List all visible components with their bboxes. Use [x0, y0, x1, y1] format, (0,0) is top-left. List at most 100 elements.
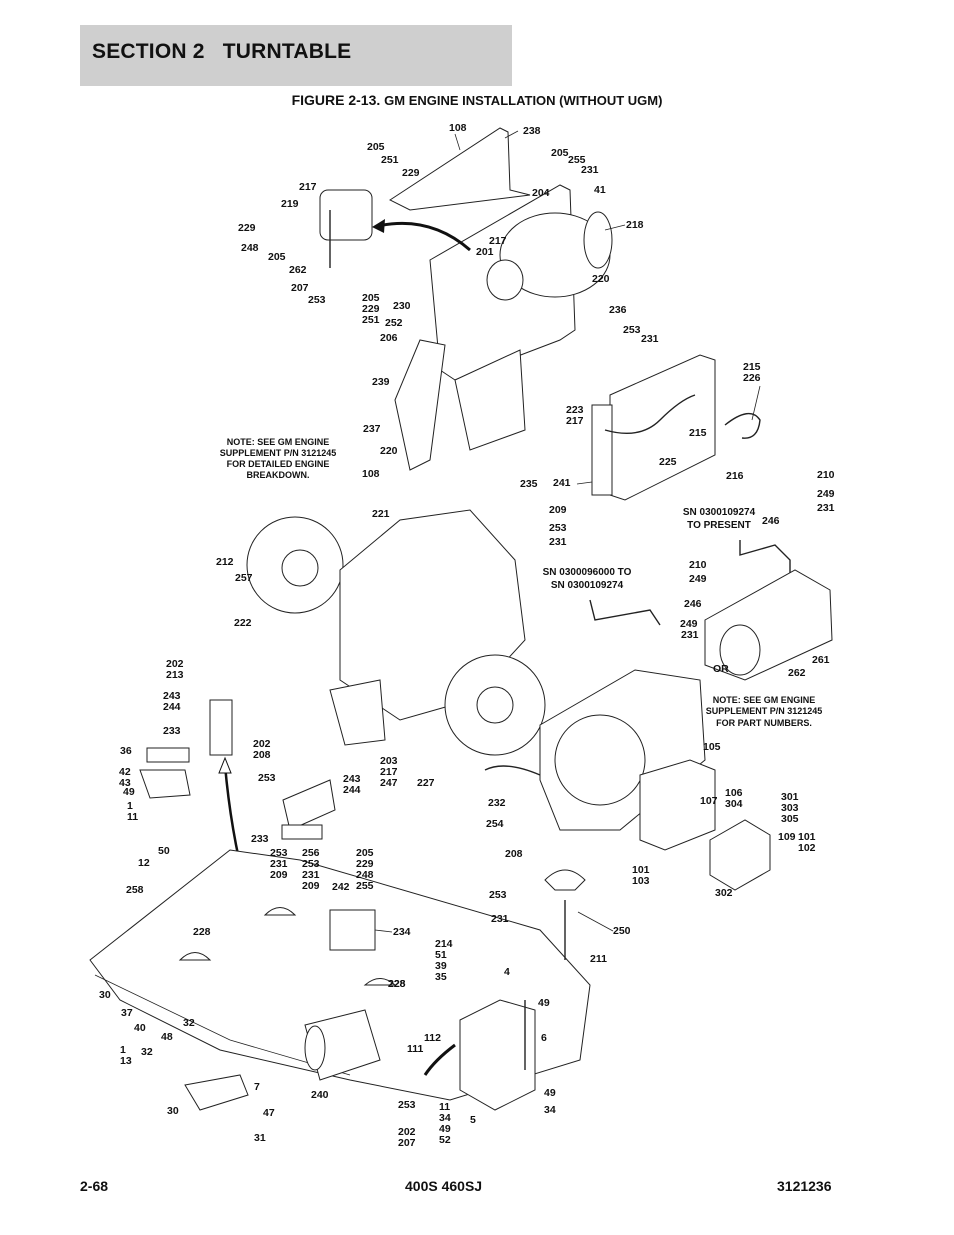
callout-number: 102 [798, 842, 816, 854]
hydraulic-pump [639, 759, 716, 851]
callout-number: 108 [362, 468, 380, 480]
callout-number: 229 [238, 222, 256, 234]
callout-217: 217 [489, 235, 507, 247]
svg-text:SN 0300109274: SN 0300109274 [551, 580, 624, 591]
note-sn-present: SN 0300109274 TO PRESENT [683, 507, 756, 531]
callout-number: 261 [812, 654, 830, 666]
svg-text:BREAKDOWN.: BREAKDOWN. [247, 470, 310, 480]
pump-flange [554, 714, 646, 806]
callout-number: 205 [356, 847, 374, 859]
callout-number: 239 [372, 376, 390, 388]
air-hose-201 [486, 259, 524, 301]
callout-number: 301 [781, 791, 799, 803]
callout-40: 40 [134, 1022, 146, 1034]
callout-206: 206 [380, 332, 398, 344]
callout-number: 217 [380, 766, 398, 778]
svg-text:SN 0300096000 TO: SN 0300096000 TO [543, 567, 632, 578]
callout-number: 205 [367, 141, 385, 153]
callout-number: 305 [781, 813, 799, 825]
callout-number: 52 [439, 1134, 451, 1146]
callout-number: 209 [549, 504, 567, 516]
callout-30: 30 [167, 1105, 179, 1117]
callout-215: 215 [689, 427, 707, 439]
callout-230: 230 [393, 300, 411, 312]
callout-number: 241 [553, 477, 571, 489]
callout-number: 6 [541, 1032, 547, 1044]
exhaust-pipe-246-bottom [589, 599, 661, 626]
callout-253: 253 [308, 294, 326, 306]
callout-220: 220 [380, 445, 398, 457]
callout-205: 205 [367, 141, 385, 153]
callout-number: 262 [289, 264, 307, 276]
callout-number: 232 [488, 797, 506, 809]
callout-number: 37 [121, 1007, 133, 1019]
footer-doc-number: 3121236 [777, 1178, 832, 1194]
callout-number: 231 [549, 536, 567, 548]
callout-number: 229 [362, 303, 380, 315]
callout-number: 12 [138, 857, 150, 869]
callout-number: 32 [141, 1046, 153, 1058]
callout-number: 41 [594, 184, 606, 196]
callout-number: 1 [120, 1044, 126, 1056]
callout-205: 205 [551, 147, 569, 159]
block-arrow-head [218, 756, 232, 774]
leader [374, 929, 393, 933]
callout-number: 225 [659, 456, 677, 468]
callout-1-11: 111 [127, 800, 138, 823]
callout-number: 250 [613, 925, 631, 937]
callout-258: 258 [126, 884, 144, 896]
footer-model: 400S 460SJ [405, 1178, 483, 1194]
callout-number: 50 [158, 845, 170, 857]
callout-number: 249 [817, 488, 835, 500]
callout-212: 212 [216, 556, 234, 568]
callout-208: 208 [505, 848, 523, 860]
callout-209: 209 [549, 504, 567, 516]
callout-248: 248 [241, 242, 259, 254]
callout-250: 250 [613, 925, 631, 937]
callout-number: 229 [356, 858, 374, 870]
callout-249: 249 [680, 618, 698, 630]
callout-253: 253 [489, 889, 507, 901]
callout-232: 232 [488, 797, 506, 809]
callout-number: 211 [590, 953, 607, 965]
callout-255: 255 [568, 154, 586, 166]
callout-number: 216 [726, 470, 744, 482]
callout-number: 256 [302, 847, 320, 859]
callout-number: 32 [183, 1017, 195, 1029]
leader [576, 481, 593, 485]
callout-number: 31 [254, 1132, 266, 1144]
callout-number: 218 [626, 219, 644, 231]
callout-number: 101 [632, 864, 650, 876]
figure-caption: GM ENGINE INSTALLATION (WITHOUT UGM) [384, 93, 663, 108]
callout-229: 229 [402, 167, 420, 179]
callout-108: 108 [362, 468, 380, 480]
callout-number: 253 [258, 772, 276, 784]
callout-number: 106 [725, 787, 743, 799]
air-cleaner-cap [583, 211, 613, 269]
callout-number: 253 [549, 522, 567, 534]
callout-49: 49 [544, 1087, 556, 1099]
callout-number: 231 [681, 629, 699, 641]
callout-239: 239 [372, 376, 390, 388]
callout-48: 48 [161, 1031, 173, 1043]
callout-221: 221 [372, 508, 390, 520]
hose-216 [724, 412, 761, 439]
callout-number: 111 [407, 1043, 424, 1055]
hose-225 [604, 394, 696, 434]
callout-number: 249 [689, 573, 707, 585]
callout-number: 49 [439, 1123, 451, 1135]
callout-number: 243 [163, 690, 181, 702]
callout-number: 4 [504, 966, 510, 978]
frame-237 [394, 339, 446, 471]
section-title: SECTION 2 TURNTABLE [92, 40, 352, 63]
callout-number: 234 [393, 926, 411, 938]
callout-231: 231 [581, 164, 599, 176]
callout-229: 229 [238, 222, 256, 234]
note-engine-breakdown: NOTE: SEE GM ENGINE SUPPLEMENT P/N 31212… [220, 437, 337, 480]
callout-number: 231 [491, 913, 509, 925]
callout-number: 244 [343, 784, 361, 796]
